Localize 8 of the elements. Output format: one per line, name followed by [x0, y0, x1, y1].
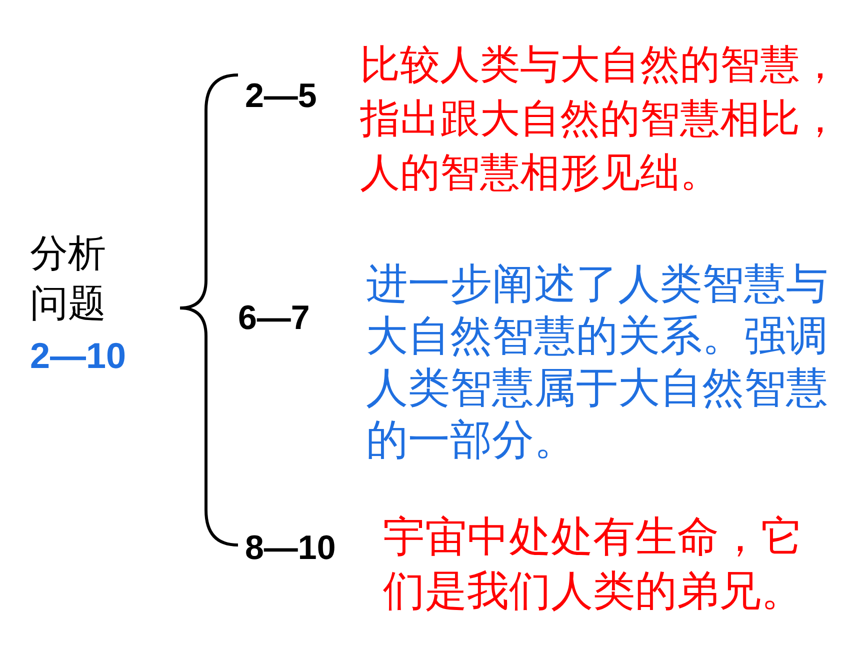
- range-number: 6—7: [238, 298, 311, 339]
- range-number: 8—10: [245, 528, 337, 569]
- range-number: 2—10: [30, 334, 128, 378]
- summary-text: 进一步阐述了人类智慧与大自然智慧的关系。强调人类智慧属于大自然智慧的一部分。: [366, 258, 829, 466]
- summary-text: 比较人类与大自然的智慧，指出跟大自然的智慧相比，人的智慧相形见绌。: [360, 41, 841, 198]
- range-number: 2—5: [245, 76, 318, 117]
- topic-text: 分析问题: [30, 230, 107, 327]
- summary-text: 宇宙中处处有生命，它们是我们人类的弟兄。: [383, 511, 804, 617]
